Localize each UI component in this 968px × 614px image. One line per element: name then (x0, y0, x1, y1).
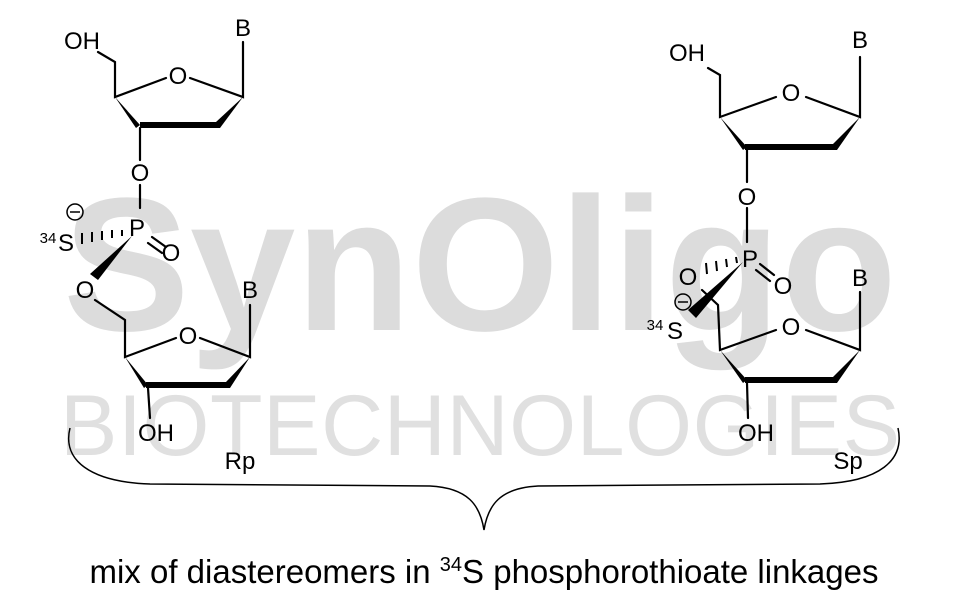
atom-o5: O (76, 277, 95, 304)
atom-base: B (242, 277, 258, 304)
hashed-bond (705, 256, 738, 275)
atom-base: B (235, 15, 251, 42)
negative-charge-icon (674, 293, 692, 311)
atom-ring-o: O (782, 80, 801, 107)
atom-p: P (742, 246, 758, 273)
atom-o5: O (679, 264, 698, 291)
watermark-subtitle: BIOTECHNOLOGIES (60, 378, 900, 474)
atom-oh: OH (138, 420, 174, 447)
atom-double-o: O (774, 273, 793, 300)
atom-oh: OH (64, 28, 100, 55)
atom-ring-o: O (179, 323, 198, 350)
curly-brace (67, 427, 900, 531)
caption-prefix: mix of diastereomers in (89, 553, 440, 590)
caption-suffix: S phosphorothioate linkages (462, 553, 879, 590)
atom-ring-o: O (782, 314, 801, 341)
caption: mix of diastereomers in 34S phosphorothi… (0, 553, 968, 591)
atom-oh: OH (738, 420, 774, 447)
stereo-label: Sp (833, 448, 862, 475)
atom-base: B (852, 27, 868, 54)
caption-isotope: 34 (439, 554, 463, 576)
atom-oh: OH (669, 40, 705, 67)
sp-molecule: OH B O O P O O 34 S B O OH Sp (647, 27, 868, 475)
stereo-label: Rp (225, 448, 256, 475)
atom-sulfur: S (58, 230, 74, 257)
atom-ring-o: O (169, 63, 188, 90)
atom-double-o: O (162, 240, 181, 267)
isotope-label: 34 (647, 317, 664, 334)
isotope-label: 34 (40, 230, 57, 247)
rp-molecule: OH B O O P O 34 S O B O OH Rp (40, 15, 258, 475)
negative-charge-icon (66, 203, 84, 221)
hashed-bond (81, 230, 123, 244)
atom-p: P (129, 215, 145, 242)
atom-base: B (852, 265, 868, 292)
atom-o3: O (738, 184, 757, 211)
atom-o3: O (131, 160, 150, 187)
atom-sulfur: S (667, 318, 683, 345)
